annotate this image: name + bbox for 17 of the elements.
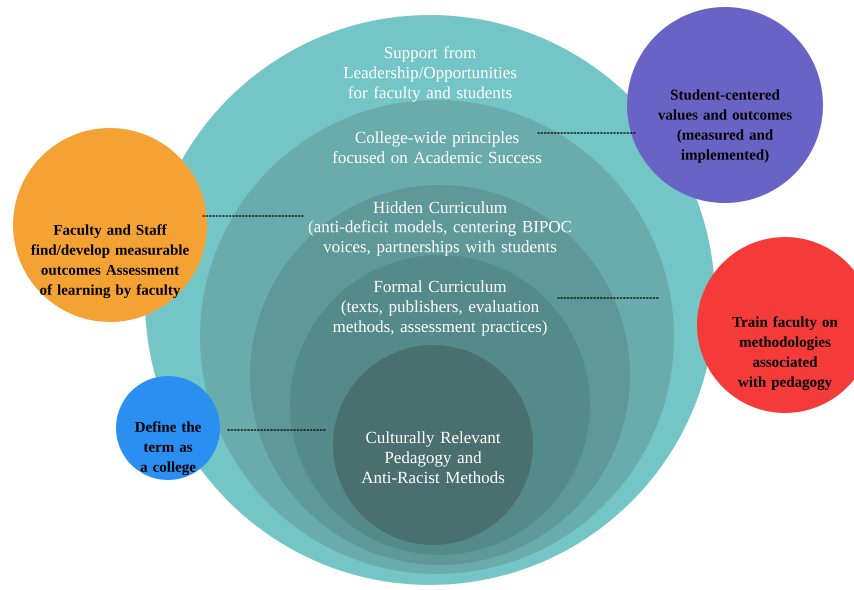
circle-text: College-wide principles focused on Academic Success [332, 131, 542, 164]
circle-layer [333, 345, 533, 545]
circle-text: Train faculty on methodologies associated with pedagogy [732, 316, 838, 390]
leader-line [227, 429, 326, 431]
circle-text: Hidden Curriculum (anti-deficit models, centering BIPOC voices, partnerships with students [308, 201, 572, 256]
circle-text: Culturally Relevant Pedagogy and Anti-Racist Methods [361, 431, 504, 484]
leader-line [202, 215, 304, 217]
leader-line [536, 132, 636, 134]
circle-text: Support from Leadership/Opportunities for faculty and students [344, 46, 516, 102]
circle-text: Define the term as a college [134, 421, 201, 476]
circle-text: Formal Curriculum (texts, publishers, evaluation methods, assessment practices) [332, 280, 547, 336]
circle-text: Student-centered values and outcomes (measured and implemented) [658, 89, 792, 163]
circle-text: Faculty and Staff find/develop measurable outcomes Assessment of learning by faculty [30, 224, 189, 298]
topic-circle [116, 376, 220, 480]
topic-circle [627, 7, 823, 203]
leader-line [557, 297, 659, 299]
topic-circle [13, 128, 207, 322]
